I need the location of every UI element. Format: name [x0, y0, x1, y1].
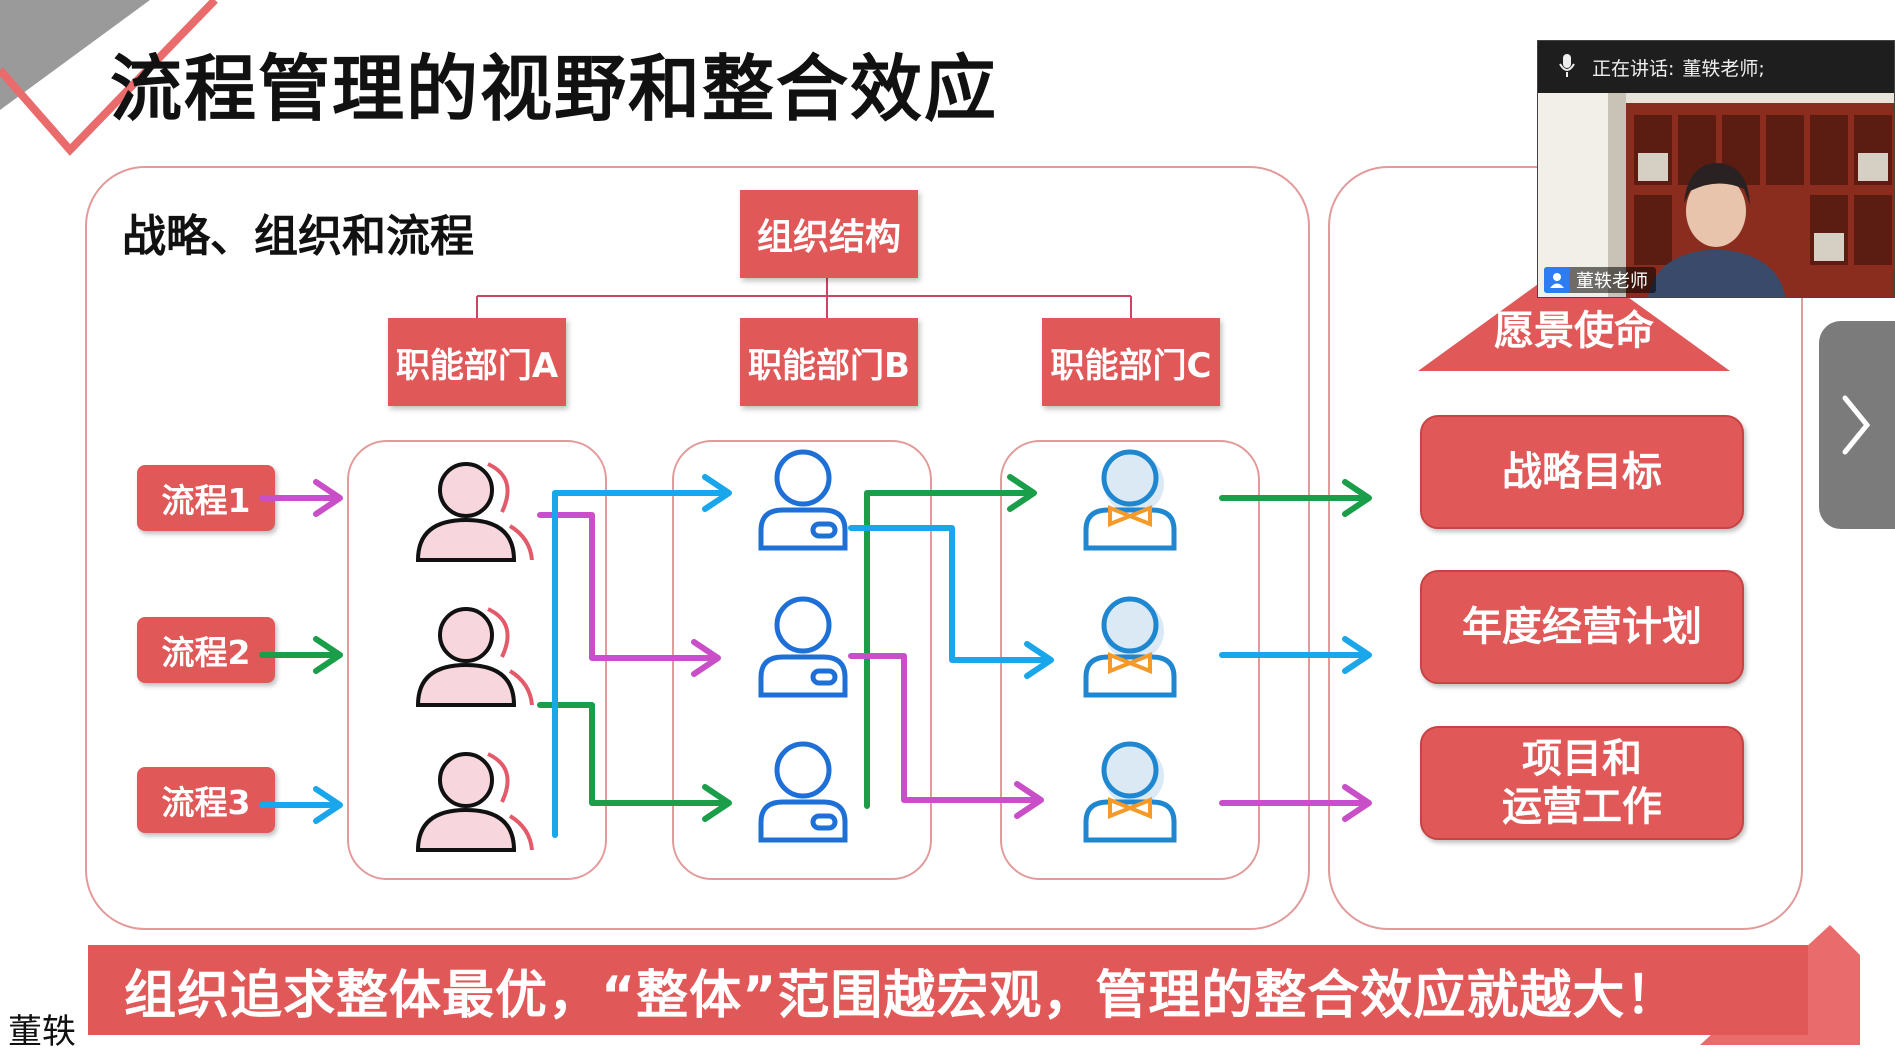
section-title: 战略、组织和流程 [122, 211, 474, 262]
vision-label: 愿景使命 [1494, 308, 1654, 354]
speaking-indicator: 正在讲话: 董轶老师; [1538, 41, 1894, 93]
dept-a-box: 职能部门A [388, 318, 566, 406]
goal-strategic: 战略目标 [1420, 415, 1744, 529]
dept-a-people [416, 462, 534, 852]
process-3-box: 流程3 [137, 767, 275, 833]
microphone-icon [1558, 52, 1576, 83]
process-1-box: 流程1 [137, 465, 275, 531]
next-slide-icon [1842, 395, 1871, 455]
vision-triangle [1418, 258, 1730, 371]
camera-feed [1538, 93, 1894, 297]
dept-b-people [761, 452, 845, 840]
signature: 董轶 [8, 1012, 76, 1052]
conclusion-banner: 组织追求整体最优，“整体”范围越宏观，管理的整合效应就越大！ [88, 945, 1808, 1035]
next-slide-button[interactable] [1819, 321, 1895, 529]
speaker-video-window[interactable]: 正在讲话: 董轶老师; 董轶老师 [1537, 40, 1895, 298]
panel-organization [85, 166, 1310, 930]
flow-arrows [259, 474, 1372, 838]
goal-annual-plan: 年度经营计划 [1420, 570, 1744, 684]
participant-label: 董轶老师 [1544, 267, 1656, 293]
goal-projects: 项目和 运营工作 [1420, 726, 1744, 840]
user-icon [1544, 267, 1570, 293]
slide-title: 流程管理的视野和整合效应 [110, 47, 999, 131]
dept-b-box: 职能部门B [740, 318, 918, 406]
process-2-box: 流程2 [137, 617, 275, 683]
org-structure-box: 组织结构 [740, 190, 918, 278]
speaking-label: 正在讲话: [1592, 57, 1675, 80]
dept-c-people [1086, 452, 1174, 840]
participant-name: 董轶老师 [1576, 271, 1648, 292]
corner-decoration [0, 0, 218, 156]
speaking-name: 董轶老师; [1682, 57, 1765, 80]
dept-c-box: 职能部门C [1042, 318, 1220, 406]
